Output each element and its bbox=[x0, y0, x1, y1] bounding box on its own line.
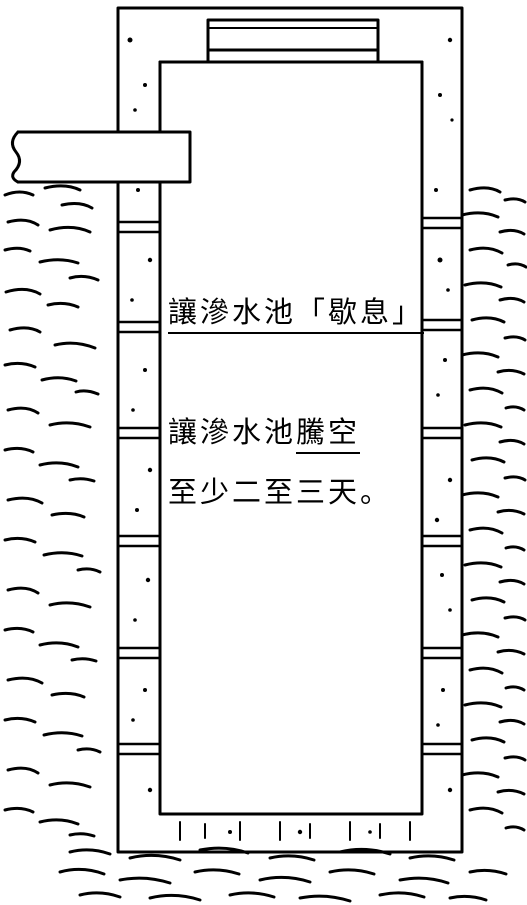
left-wall-joints bbox=[116, 220, 162, 756]
right-wall-joints bbox=[420, 216, 464, 756]
pit-cavity bbox=[158, 60, 424, 816]
base-joints bbox=[179, 821, 411, 841]
instruction-line-2: 至少二至三天。 bbox=[168, 475, 393, 509]
caption-title: 讓滲水池「歇息」 bbox=[168, 295, 425, 334]
soil-left bbox=[3, 184, 102, 838]
soil-right bbox=[460, 186, 527, 832]
caption-title-text: 讓滲水池「歇息」 bbox=[168, 295, 425, 334]
instruction-line-1: 讓滲水池騰空 bbox=[168, 415, 361, 454]
instruction-line-1-emphasis: 騰空 bbox=[296, 415, 361, 454]
inlet-pipe bbox=[11, 130, 192, 184]
pit-cover bbox=[206, 18, 380, 52]
soil-bottom bbox=[58, 846, 508, 903]
pit-outer-wall bbox=[116, 6, 464, 854]
instruction-line-1-prefix: 讓滲水池 bbox=[168, 415, 297, 449]
concrete-speckle bbox=[127, 37, 454, 835]
